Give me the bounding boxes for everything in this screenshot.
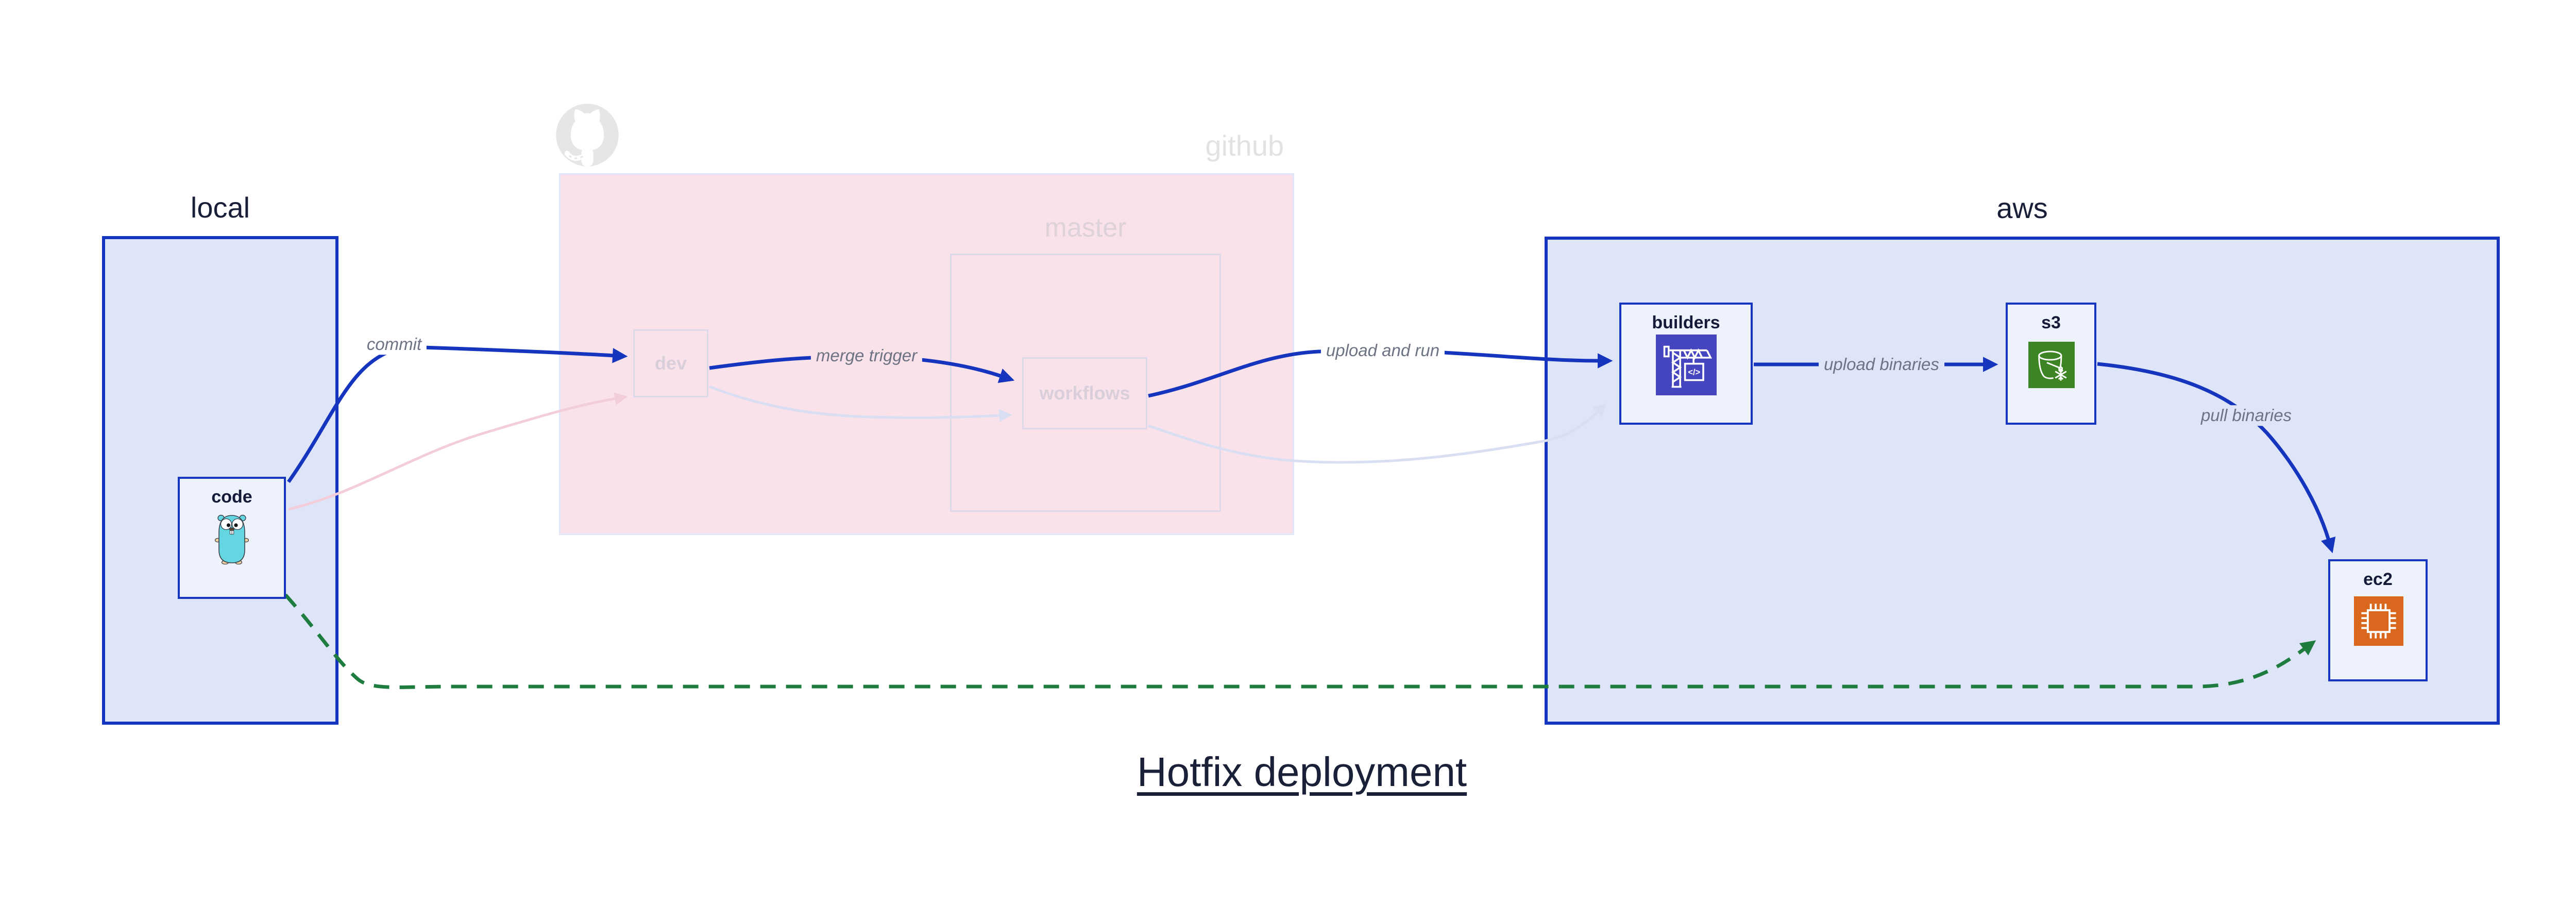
node-dev-label: dev xyxy=(654,353,687,374)
edge-label-merge-trigger: merge trigger xyxy=(810,345,923,366)
node-ec2-label: ec2 xyxy=(2363,570,2393,589)
node-builders: builders </> xyxy=(1619,303,1753,425)
node-builders-label: builders xyxy=(1652,313,1720,332)
node-s3: s3 xyxy=(2006,303,2096,425)
github-container-label: github xyxy=(1205,129,1284,162)
edge-label-upload-and-run: upload and run xyxy=(1320,340,1445,361)
node-workflows-label: workflows xyxy=(1039,382,1130,404)
aws-codebuild-icon: </> xyxy=(1656,335,1717,395)
edge-label-commit: commit xyxy=(361,334,427,355)
node-code: code xyxy=(178,477,286,599)
go-gopher-icon xyxy=(215,514,249,564)
node-ec2: ec2 xyxy=(2328,559,2428,681)
edge-label-upload-binaries: upload binaries xyxy=(1819,354,1944,375)
diagram-title: Hotfix deployment xyxy=(1137,749,1467,795)
node-dev: dev xyxy=(633,329,708,397)
node-s3-label: s3 xyxy=(2041,313,2061,332)
svg-text:</>: </> xyxy=(1688,368,1700,377)
local-container-label: local xyxy=(190,191,250,224)
aws-container-label: aws xyxy=(1996,192,2048,224)
edge-label-pull-binaries: pull binaries xyxy=(2195,405,2297,426)
node-workflows: workflows xyxy=(1022,357,1147,429)
aws-s3-glacier-icon xyxy=(2028,342,2075,388)
master-branch-label: master xyxy=(1044,213,1127,243)
aws-ec2-icon xyxy=(2354,596,2403,646)
node-code-label: code xyxy=(211,487,252,507)
github-octocat-icon xyxy=(556,104,619,166)
